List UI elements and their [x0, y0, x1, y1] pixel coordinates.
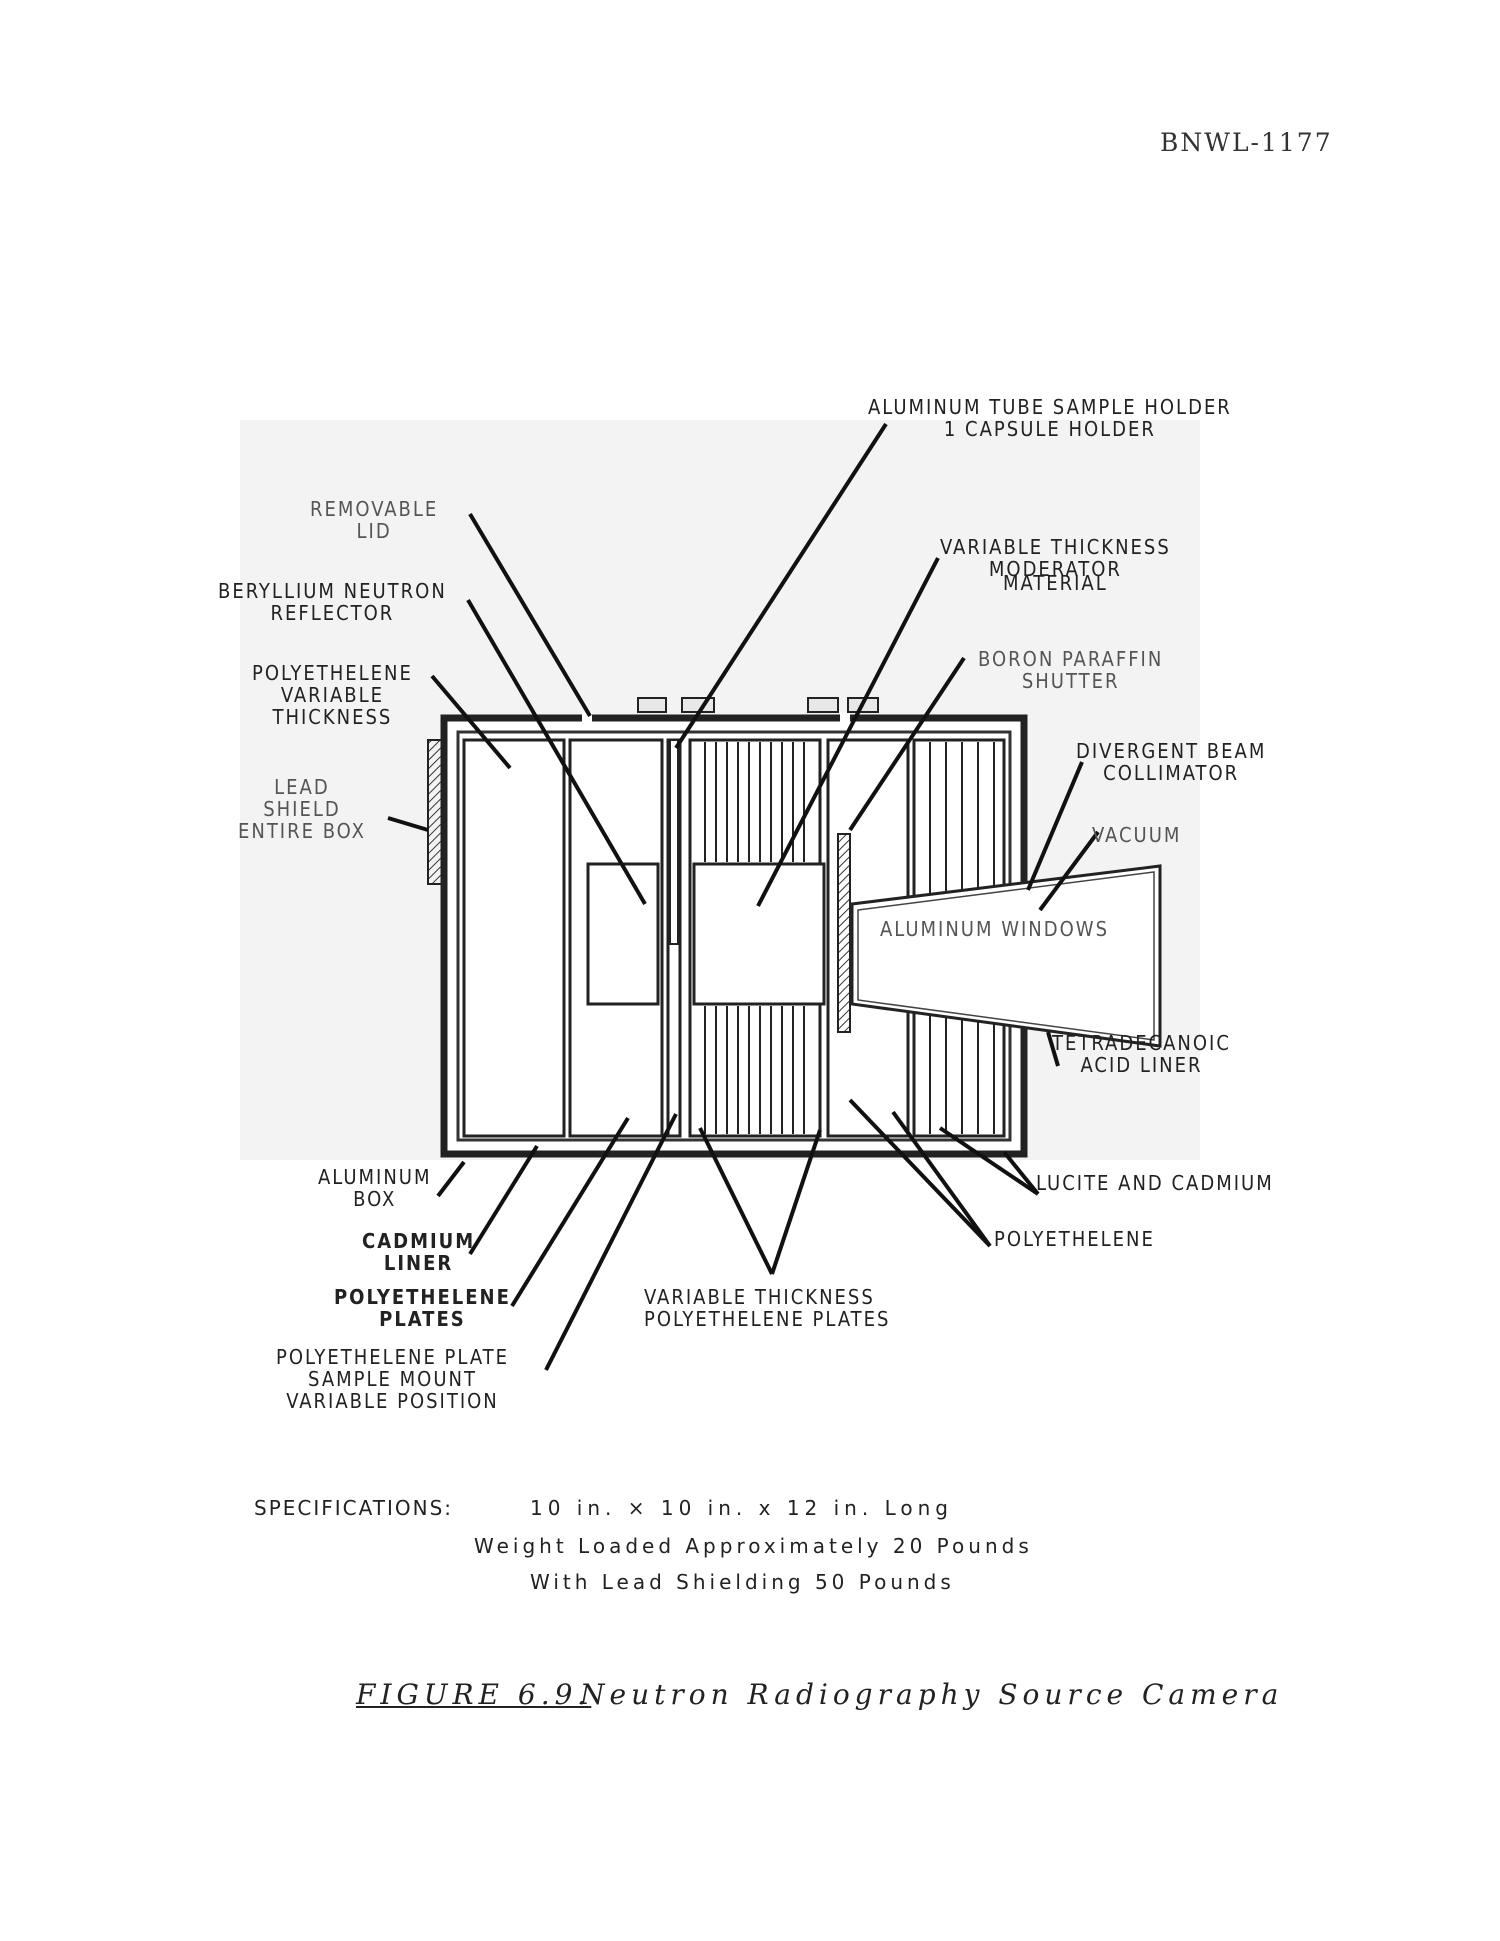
spec-weight: Weight Loaded Approximately 20 Pounds [474, 1534, 1033, 1558]
moderator-block [692, 862, 826, 1006]
label-aluminum-windows: ALUMINUM WINDOWS [880, 917, 1109, 941]
collimator-cone [850, 864, 1162, 1048]
boron-shutter [837, 833, 851, 1033]
beryllium-block [586, 862, 660, 1006]
sample-tube [669, 739, 679, 945]
label-vacuum: VACUUM [1092, 823, 1182, 847]
label-polyethelene: POLYETHELENE [994, 1227, 1155, 1251]
figure-title: Neutron Radiography Source Camera [580, 1678, 1284, 1711]
spec-label: SPECIFICATIONS: [254, 1496, 454, 1520]
document-id: BNWL-1177 [1160, 128, 1333, 157]
spec-shielding: With Lead Shielding 50 Pounds [530, 1570, 955, 1594]
figure-number: FIGURE 6.9. [356, 1678, 592, 1711]
label-lucite-cadmium: LUCITE AND CADMIUM [1036, 1171, 1274, 1195]
spec-dimensions: 10 in. × 10 in. x 12 in. Long [530, 1496, 953, 1520]
lid-blocks [637, 697, 879, 713]
leader-lines [387, 422, 1100, 1371]
lead-shield-hatch [427, 739, 443, 885]
